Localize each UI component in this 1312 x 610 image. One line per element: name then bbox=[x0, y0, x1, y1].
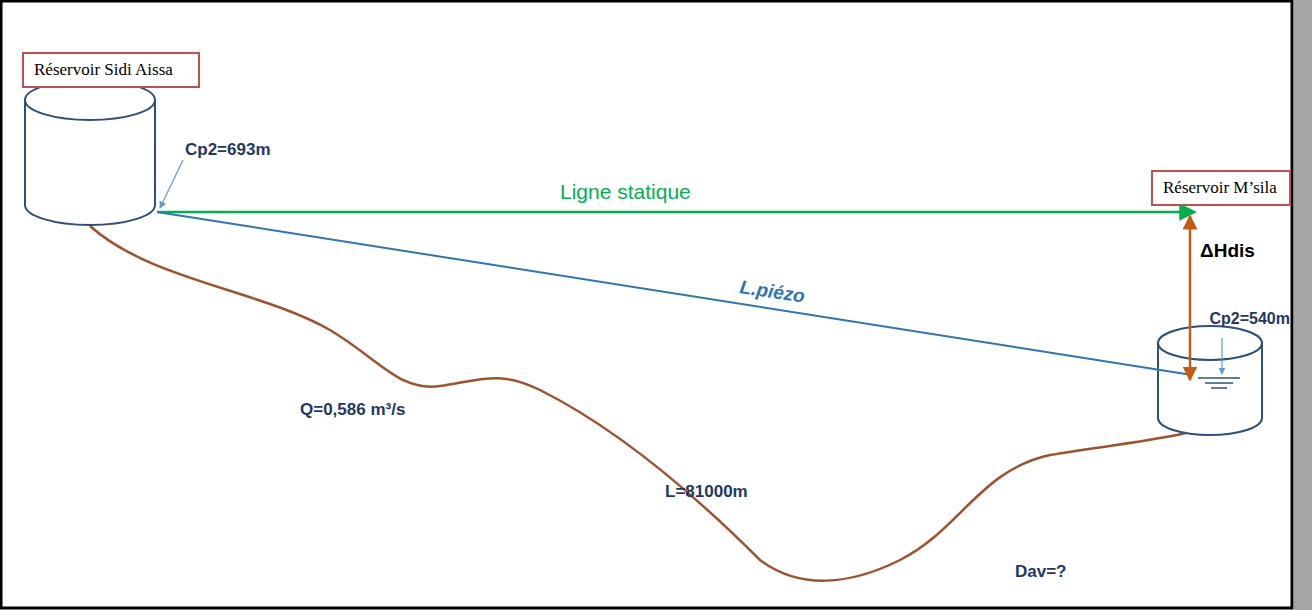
reservoir-cylinder bbox=[25, 80, 155, 225]
value-label: Dav=? bbox=[1015, 562, 1067, 582]
pipe-profile bbox=[90, 226, 1190, 581]
value-label: Q=0,586 m³/s bbox=[300, 400, 405, 420]
side-bar bbox=[1294, 0, 1312, 610]
line-label: L.piézo bbox=[738, 276, 806, 307]
piezometric-line bbox=[157, 212, 1192, 375]
frame bbox=[1, 1, 1292, 608]
static-line bbox=[157, 211, 1195, 214]
reservoir-name-box: Réservoir Sidi Aissa bbox=[22, 52, 200, 88]
head-loss-arrow bbox=[1189, 216, 1192, 380]
leader-line bbox=[160, 160, 183, 208]
value-label: Cp2=693m bbox=[185, 140, 271, 160]
value-label: L=81000m bbox=[665, 482, 748, 502]
leader-line bbox=[1221, 338, 1222, 374]
line-label: Ligne statique bbox=[560, 180, 691, 204]
reservoir-name: Réservoir M’sila bbox=[1163, 178, 1279, 198]
reservoir-name-box: Réservoir M’sila bbox=[1151, 170, 1291, 206]
reservoir-cylinder bbox=[1158, 326, 1262, 435]
reservoir-name: Réservoir Sidi Aissa bbox=[34, 60, 188, 80]
value-label: Cp2=540m bbox=[1210, 310, 1291, 328]
value-label: ΔHdis bbox=[1200, 240, 1255, 262]
